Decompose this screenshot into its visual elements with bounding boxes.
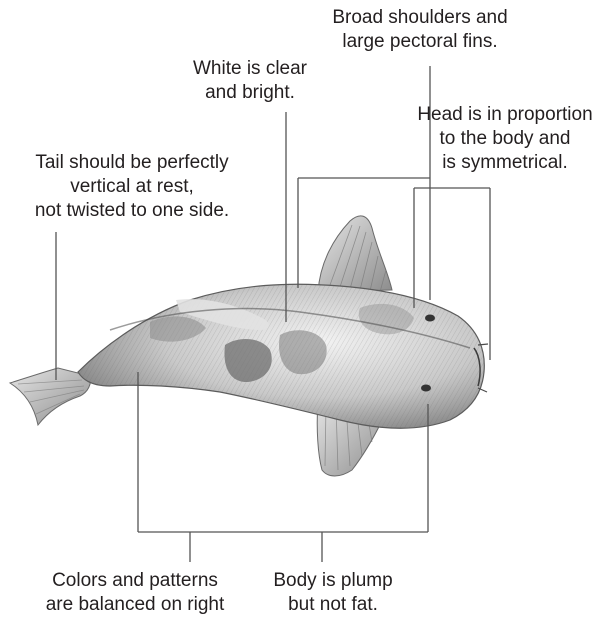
- white-annotation: White is clear and bright.: [165, 57, 335, 105]
- colors-patterns-annotation: Colors and patterns are balanced on righ…: [10, 569, 260, 617]
- annotation-line: not twisted to one side.: [2, 199, 262, 223]
- annotation-line: and bright.: [165, 81, 335, 105]
- broad-shoulders-annotation: Broad shoulders and large pectoral fins.: [300, 6, 540, 54]
- annotation-line: to the body and: [395, 127, 615, 151]
- annotation-line: White is clear: [165, 57, 335, 81]
- annotation-line: Broad shoulders and: [300, 6, 540, 30]
- annotation-line: is symmetrical.: [395, 151, 615, 175]
- tail-fin: [10, 368, 91, 425]
- koi-eye: [421, 385, 431, 392]
- annotation-line: vertical at rest,: [2, 175, 262, 199]
- annotation-line: Colors and patterns: [10, 569, 260, 593]
- annotation-line: Head is in proportion: [395, 103, 615, 127]
- tail-annotation: Tail should be perfectly vertical at res…: [2, 151, 262, 223]
- annotation-line: Body is plump: [258, 569, 408, 593]
- annotation-line: are balanced on right: [10, 593, 260, 617]
- annotation-line: but not fat.: [258, 593, 408, 617]
- annotation-line: large pectoral fins.: [300, 30, 540, 54]
- body-annotation: Body is plump but not fat.: [258, 569, 408, 617]
- upper-pectoral-fin: [318, 216, 392, 292]
- head-annotation: Head is in proportion to the body and is…: [395, 103, 615, 175]
- koi-eye: [425, 315, 435, 322]
- annotation-line: Tail should be perfectly: [2, 151, 262, 175]
